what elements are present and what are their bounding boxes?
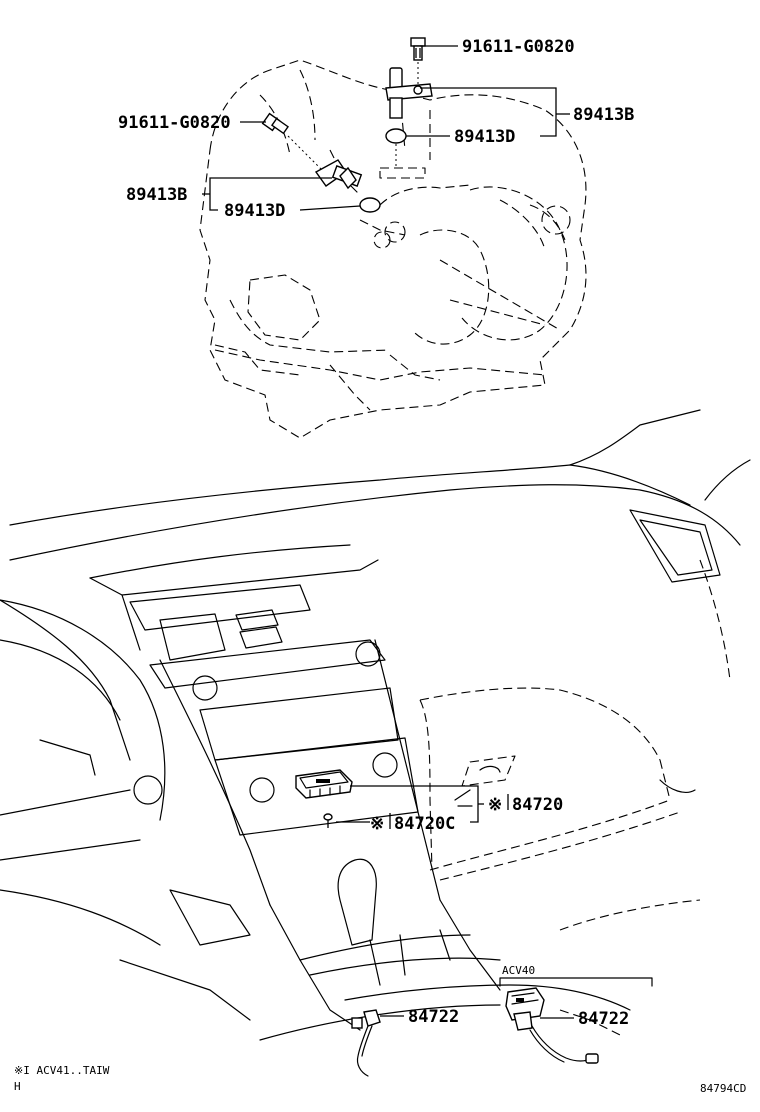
- top-o-ring: [385, 128, 407, 144]
- callout-89413b-top: 89413B: [573, 105, 634, 125]
- shift-lever-switch: [351, 1009, 381, 1077]
- callout-84722-left: 84722: [408, 1007, 459, 1027]
- callout-89413d-left: 89413D: [224, 201, 285, 221]
- top-bolt: [410, 37, 426, 61]
- switch-screw: [323, 813, 333, 828]
- acv40-switch: [505, 987, 599, 1064]
- callout-91611-left: 91611-G0820: [118, 113, 231, 133]
- note-marker-84720: ※: [488, 795, 502, 815]
- callout-84720: 84720: [512, 795, 563, 815]
- top-speed-sensor: [385, 67, 433, 119]
- callout-84722-acv40: 84722: [578, 1009, 629, 1029]
- left-speed-sensor: [314, 159, 363, 190]
- acv40-inset-box: [499, 977, 653, 987]
- acv40-label: ACV40: [502, 964, 535, 977]
- dashboard-illustration: [0, 409, 751, 1041]
- footnote-region: H: [14, 1080, 21, 1093]
- left-o-ring: [359, 197, 381, 213]
- callout-91611-top: 91611-G0820: [462, 37, 575, 57]
- left-bolt: [261, 112, 290, 135]
- panel-switch: [295, 769, 353, 799]
- footnote-applicability: ※I ACV41..TAIW: [14, 1064, 110, 1077]
- callout-89413d-top: 89413D: [454, 127, 515, 147]
- note-marker-84720c: ※: [370, 814, 384, 834]
- callout-84720c: 84720C: [394, 814, 455, 834]
- callout-89413b-left: 89413B: [126, 185, 187, 205]
- figure-code: 84794CD: [700, 1082, 746, 1095]
